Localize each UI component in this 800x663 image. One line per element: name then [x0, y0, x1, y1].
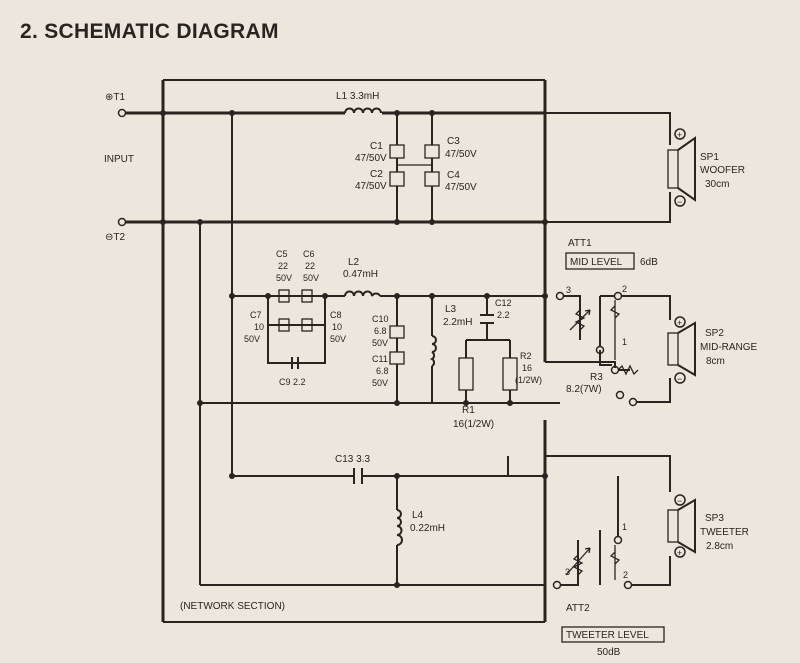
sp2-plus: + — [677, 318, 682, 328]
input-label: INPUT — [104, 154, 134, 165]
l2-label: L2 — [348, 257, 360, 268]
c10-value: 6.8 — [374, 326, 387, 336]
sp3-minus: − — [677, 496, 682, 506]
c7-label: C7 — [250, 310, 262, 320]
speaker-sp2: + − SP2 MID-RANGE 8cm — [667, 316, 758, 384]
attenuator-att2: 3 1 2 ATT2 TWEETER LEVEL 50dB — [552, 476, 671, 658]
tweeter-filter: C13 3.3 L4 0.22mH — [200, 454, 671, 586]
r3-label: R3 — [590, 372, 603, 383]
c8-label: C8 — [330, 310, 342, 320]
speaker-sp1: + − SP1 WOOFER 30cm — [667, 128, 745, 207]
c3-label: C3 — [447, 136, 460, 147]
terminal-t2 — [117, 217, 127, 227]
c7-rating: 50V — [244, 334, 260, 344]
attenuator-att1: ATT1 MID LEVEL 6dB 3 2 1 R3 8.2(7W) — [542, 238, 671, 407]
l4-label: L4 — [412, 510, 424, 521]
att1-value: 6dB — [640, 257, 658, 268]
c8-value: 10 — [332, 322, 342, 332]
c11-label: C11 — [372, 354, 388, 364]
midrange-filter: L2 0.47mH C5 22 50V C6 22 50V C7 10 50V … — [200, 249, 560, 430]
att1-pin2: 2 — [622, 284, 627, 294]
sp3-id: SP3 — [705, 513, 724, 524]
l3-label: L3 — [445, 304, 457, 315]
main-wiring — [126, 79, 671, 623]
att2-pin2: 2 — [623, 570, 628, 580]
terminal-t1-label: ⊕T1 — [105, 92, 125, 103]
c7-value: 10 — [254, 322, 264, 332]
c1-value: 47/50V — [355, 153, 387, 164]
c6-rating: 50V — [303, 273, 319, 283]
sp1-minus: − — [677, 197, 682, 207]
sp2-minus: − — [677, 374, 682, 384]
c6-label: C6 — [303, 249, 315, 259]
sp2-size: 8cm — [706, 356, 725, 367]
c8-rating: 50V — [330, 334, 346, 344]
sp1-name: WOOFER — [700, 165, 745, 176]
att2-label: TWEETER LEVEL — [566, 630, 649, 641]
sp1-plus: + — [677, 130, 682, 140]
terminal-t1 — [117, 108, 127, 118]
r3-value: 8.2(7W) — [566, 384, 602, 395]
att2-pin1: 1 — [622, 522, 627, 532]
c2-label: C2 — [370, 169, 383, 180]
l3-value: 2.2mH — [443, 317, 472, 328]
c10-rating: 50V — [372, 338, 388, 348]
c4-value: 47/50V — [445, 182, 477, 193]
r2-rating: (1/2W) — [515, 375, 542, 385]
r2-label: R2 — [520, 351, 532, 361]
c3-value: 47/50V — [445, 149, 477, 160]
speaker-sp3: − + SP3 TWEETER 2.8cm — [667, 494, 749, 558]
c4-label: C4 — [447, 170, 460, 181]
c11-value: 6.8 — [376, 366, 389, 376]
r2-value: 16 — [522, 363, 532, 373]
sp1-size: 30cm — [705, 179, 729, 190]
r1-label: R1 — [462, 405, 475, 416]
terminal-t2-label: ⊖T2 — [105, 232, 125, 243]
c5-value: 22 — [278, 261, 288, 271]
l1-label: L1 3.3mH — [336, 91, 379, 102]
c13-label: C13 3.3 — [335, 454, 370, 465]
att1-label: MID LEVEL — [570, 257, 623, 268]
c5-rating: 50V — [276, 273, 292, 283]
att2-name: ATT2 — [566, 603, 590, 614]
capacitor-bank-c1-c4: C1 47/50V C2 47/50V C3 47/50V C4 47/50V — [355, 113, 477, 222]
network-section-label: (NETWORK SECTION) — [180, 601, 285, 612]
page-title: 2. SCHEMATIC DIAGRAM — [20, 20, 279, 43]
c1-label: C1 — [370, 141, 383, 152]
c6-value: 22 — [305, 261, 315, 271]
sp3-name: TWEETER — [700, 527, 749, 538]
c10-label: C10 — [372, 314, 389, 324]
c5-label: C5 — [276, 249, 288, 259]
c11-rating: 50V — [372, 378, 388, 388]
att1-pin1: 1 — [622, 337, 627, 347]
sp2-name: MID-RANGE — [700, 342, 758, 353]
att2-value: 50dB — [597, 647, 621, 658]
att1-pin3: 3 — [566, 285, 571, 295]
c2-value: 47/50V — [355, 181, 387, 192]
junctions — [160, 110, 548, 588]
sp3-size: 2.8cm — [706, 541, 733, 552]
l2-value: 0.47mH — [343, 269, 378, 280]
c12-label: C12 — [495, 298, 512, 308]
inductor-l1: L1 3.3mH — [336, 91, 382, 114]
c9-label: C9 2.2 — [279, 377, 306, 387]
sp3-plus: + — [677, 548, 682, 558]
att1-name: ATT1 — [568, 238, 592, 249]
att2-pin3: 3 — [565, 567, 570, 577]
sp1-id: SP1 — [700, 152, 719, 163]
input-section: ⊕T1 INPUT ⊖T2 — [104, 92, 134, 243]
l4-value: 0.22mH — [410, 523, 445, 534]
c12-value: 2.2 — [497, 310, 510, 320]
sp2-id: SP2 — [705, 328, 724, 339]
r1-value: 16(1/2W) — [453, 419, 494, 430]
